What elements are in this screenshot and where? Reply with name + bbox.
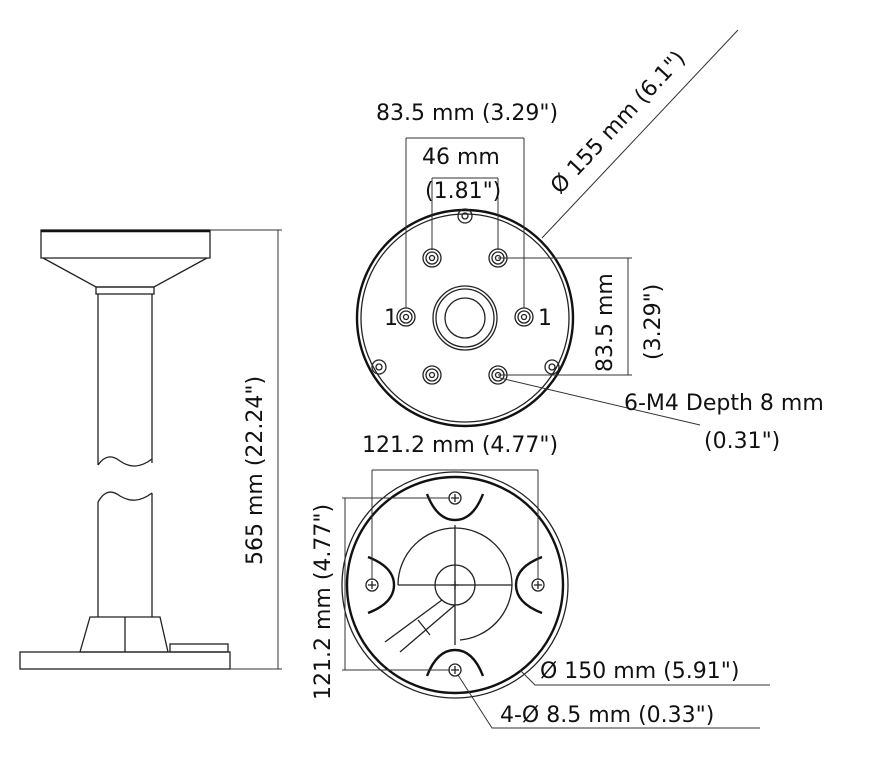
bottom-width-label: 121.2 mm (4.77") — [362, 433, 558, 458]
mount-cone — [42, 257, 208, 288]
bottom-view: 121.2 mm (4.77") 121.2 mm (4.77") Ø 150 … — [311, 433, 770, 729]
base-plate — [19, 651, 231, 670]
outer-width-dimension — [405, 137, 525, 308]
top-outer-width-label: 83.5 mm (3.29") — [376, 101, 558, 126]
center-ring — [432, 285, 498, 351]
side-view: 565 mm (22.24") — [19, 229, 282, 670]
cable-channel — [384, 599, 456, 653]
inner-arc — [397, 527, 513, 641]
screw-label: 6-M4 Depth 8 mm — [624, 391, 824, 416]
base-block — [79, 616, 169, 653]
top-diameter-label: Ø 155 mm (6.1") — [546, 46, 691, 199]
center-hole — [444, 297, 486, 339]
height-dimension-line — [210, 229, 282, 670]
top-view: 1 1 83.5 mm (3.29") 46 mm (1.81") Ø 155 … — [355, 29, 824, 454]
bottom-width-dimension — [371, 469, 539, 580]
screw-leader — [499, 377, 701, 426]
top-inner-width-inch: (1.81") — [425, 179, 501, 204]
mounting-tabs — [371, 208, 560, 375]
top-inner-width-label: 46 mm — [422, 145, 500, 170]
mount-cap — [40, 229, 211, 259]
screw-inch: (0.31") — [704, 429, 780, 454]
hole-leader — [457, 674, 760, 729]
side-height-label: 565 mm (22.24") — [243, 376, 268, 565]
top-height-inch: (3.29") — [641, 284, 666, 360]
base-ledge — [169, 643, 229, 653]
tab-recesses — [367, 493, 543, 677]
top-outer-circle — [355, 208, 575, 428]
pole-upper — [97, 294, 153, 465]
screw-holes — [396, 248, 534, 385]
inner-width-dimension — [431, 177, 499, 250]
bottom-diameter-leader — [519, 669, 770, 686]
bottom-outer-circle — [341, 471, 569, 699]
neck — [95, 286, 155, 295]
diameter-leader — [541, 29, 739, 239]
bottom-hole-label: 4-Ø 8.5 mm (0.33") — [500, 703, 714, 728]
break-line-lower — [97, 491, 153, 503]
bottom-height-dimension — [342, 497, 450, 671]
hole-marker-left: 1 — [384, 306, 398, 331]
bottom-height-label: 121.2 mm (4.77") — [311, 504, 336, 700]
break-line-upper — [97, 456, 153, 467]
height-dimension — [498, 257, 632, 376]
bottom-diameter-label: Ø 150 mm (5.91") — [540, 659, 739, 684]
pole-lower — [97, 493, 153, 552]
top-height-label: 83.5 mm — [593, 273, 618, 372]
hole-marker-right: 1 — [538, 306, 552, 331]
